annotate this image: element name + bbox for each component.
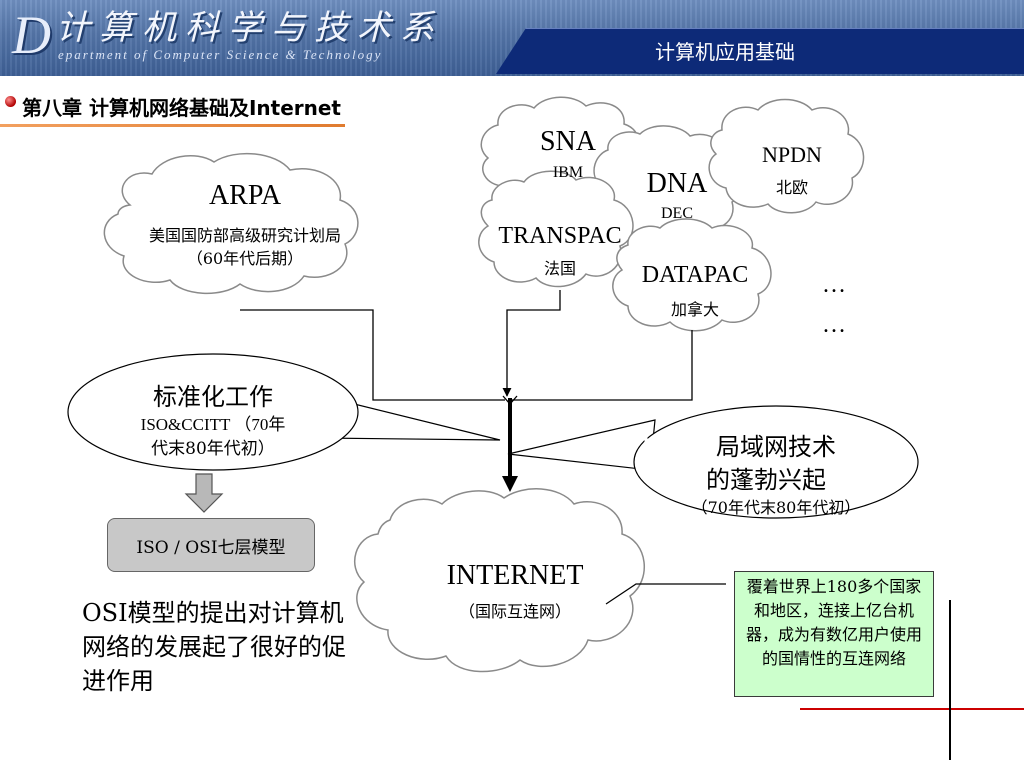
chapter-title: 第八章 计算机网络基础及Internet bbox=[22, 96, 341, 120]
department-logo-english: epartment of Computer Science & Technolo… bbox=[58, 47, 383, 62]
standardization-orgs: ISO&CCITT （70年 bbox=[140, 415, 286, 434]
datapac-cloud bbox=[612, 218, 772, 332]
lan-callout bbox=[507, 419, 656, 471]
transpac-connector bbox=[502, 290, 561, 397]
lan-era: （70年代末80年代初） bbox=[691, 498, 861, 517]
arpa-description: 美国国防部高级研究计划局 bbox=[148, 226, 341, 245]
internet-cloud bbox=[353, 488, 645, 673]
bullet-icon bbox=[5, 96, 16, 107]
department-logo-chinese: 计算机科学与技术系 bbox=[56, 8, 443, 48]
arpa-name: ARPA bbox=[208, 180, 282, 211]
dna-org: DEC bbox=[661, 205, 693, 222]
npdn-cloud bbox=[708, 98, 865, 214]
osi-model-label: ISO / OSI七层模型 bbox=[136, 537, 286, 558]
main-arrow-head bbox=[502, 476, 518, 492]
course-title: 计算机应用基础 bbox=[655, 40, 795, 64]
datapac-org: 加拿大 bbox=[670, 300, 719, 319]
dna-name: DNA bbox=[646, 168, 708, 199]
more-networks-line2: … bbox=[822, 312, 846, 338]
npdn-name: NPDN bbox=[762, 142, 822, 167]
npdn-org: 北欧 bbox=[775, 178, 808, 197]
lan-title-line2: 的蓬勃兴起 bbox=[706, 466, 826, 494]
arpa-connector bbox=[240, 309, 505, 401]
standardization-era: 代末80年代初） bbox=[151, 439, 275, 459]
osi-note-text: OSI模型的提出对计算机网络的发展起了很好的促进作用 bbox=[82, 599, 346, 695]
osi-model-box: ISO / OSI七层模型 bbox=[107, 518, 315, 572]
course-title-tab bbox=[496, 28, 1024, 74]
datapac-connector bbox=[512, 330, 693, 401]
department-logo-letter: D bbox=[12, 5, 51, 65]
internet-description: （国际互连网） bbox=[458, 602, 571, 621]
chapter-underline bbox=[0, 124, 345, 127]
lan-title-line1: 局域网技术 bbox=[716, 433, 836, 461]
osi-down-arrow bbox=[184, 473, 224, 513]
sna-name: SNA bbox=[539, 126, 596, 157]
junction-icon bbox=[502, 395, 518, 405]
standardization-title: 标准化工作 bbox=[153, 383, 273, 411]
sna-org: IBM bbox=[552, 164, 584, 181]
arpa-cloud bbox=[103, 152, 359, 294]
transpac-cloud bbox=[478, 170, 634, 288]
more-networks-line1: … bbox=[822, 272, 846, 298]
internet-note-text: 覆着世界上180多个国家和地区，连接上亿台机器，成为有数亿用户使用的国情性的互连… bbox=[745, 577, 922, 668]
standardization-ellipse bbox=[67, 353, 359, 471]
arpa-era: （60年代后期） bbox=[186, 249, 304, 268]
internet-name: INTERNET bbox=[446, 560, 584, 591]
transpac-name: TRANSPAC bbox=[498, 223, 622, 249]
internet-note-box: 覆着世界上180多个国家和地区，连接上亿台机器，成为有数亿用户使用的国情性的互连… bbox=[734, 571, 934, 697]
internet-note-connector bbox=[605, 583, 726, 605]
datapac-name: DATAPAC bbox=[641, 262, 749, 288]
transpac-org: 法国 bbox=[543, 259, 576, 278]
lan-ellipse bbox=[633, 405, 919, 519]
